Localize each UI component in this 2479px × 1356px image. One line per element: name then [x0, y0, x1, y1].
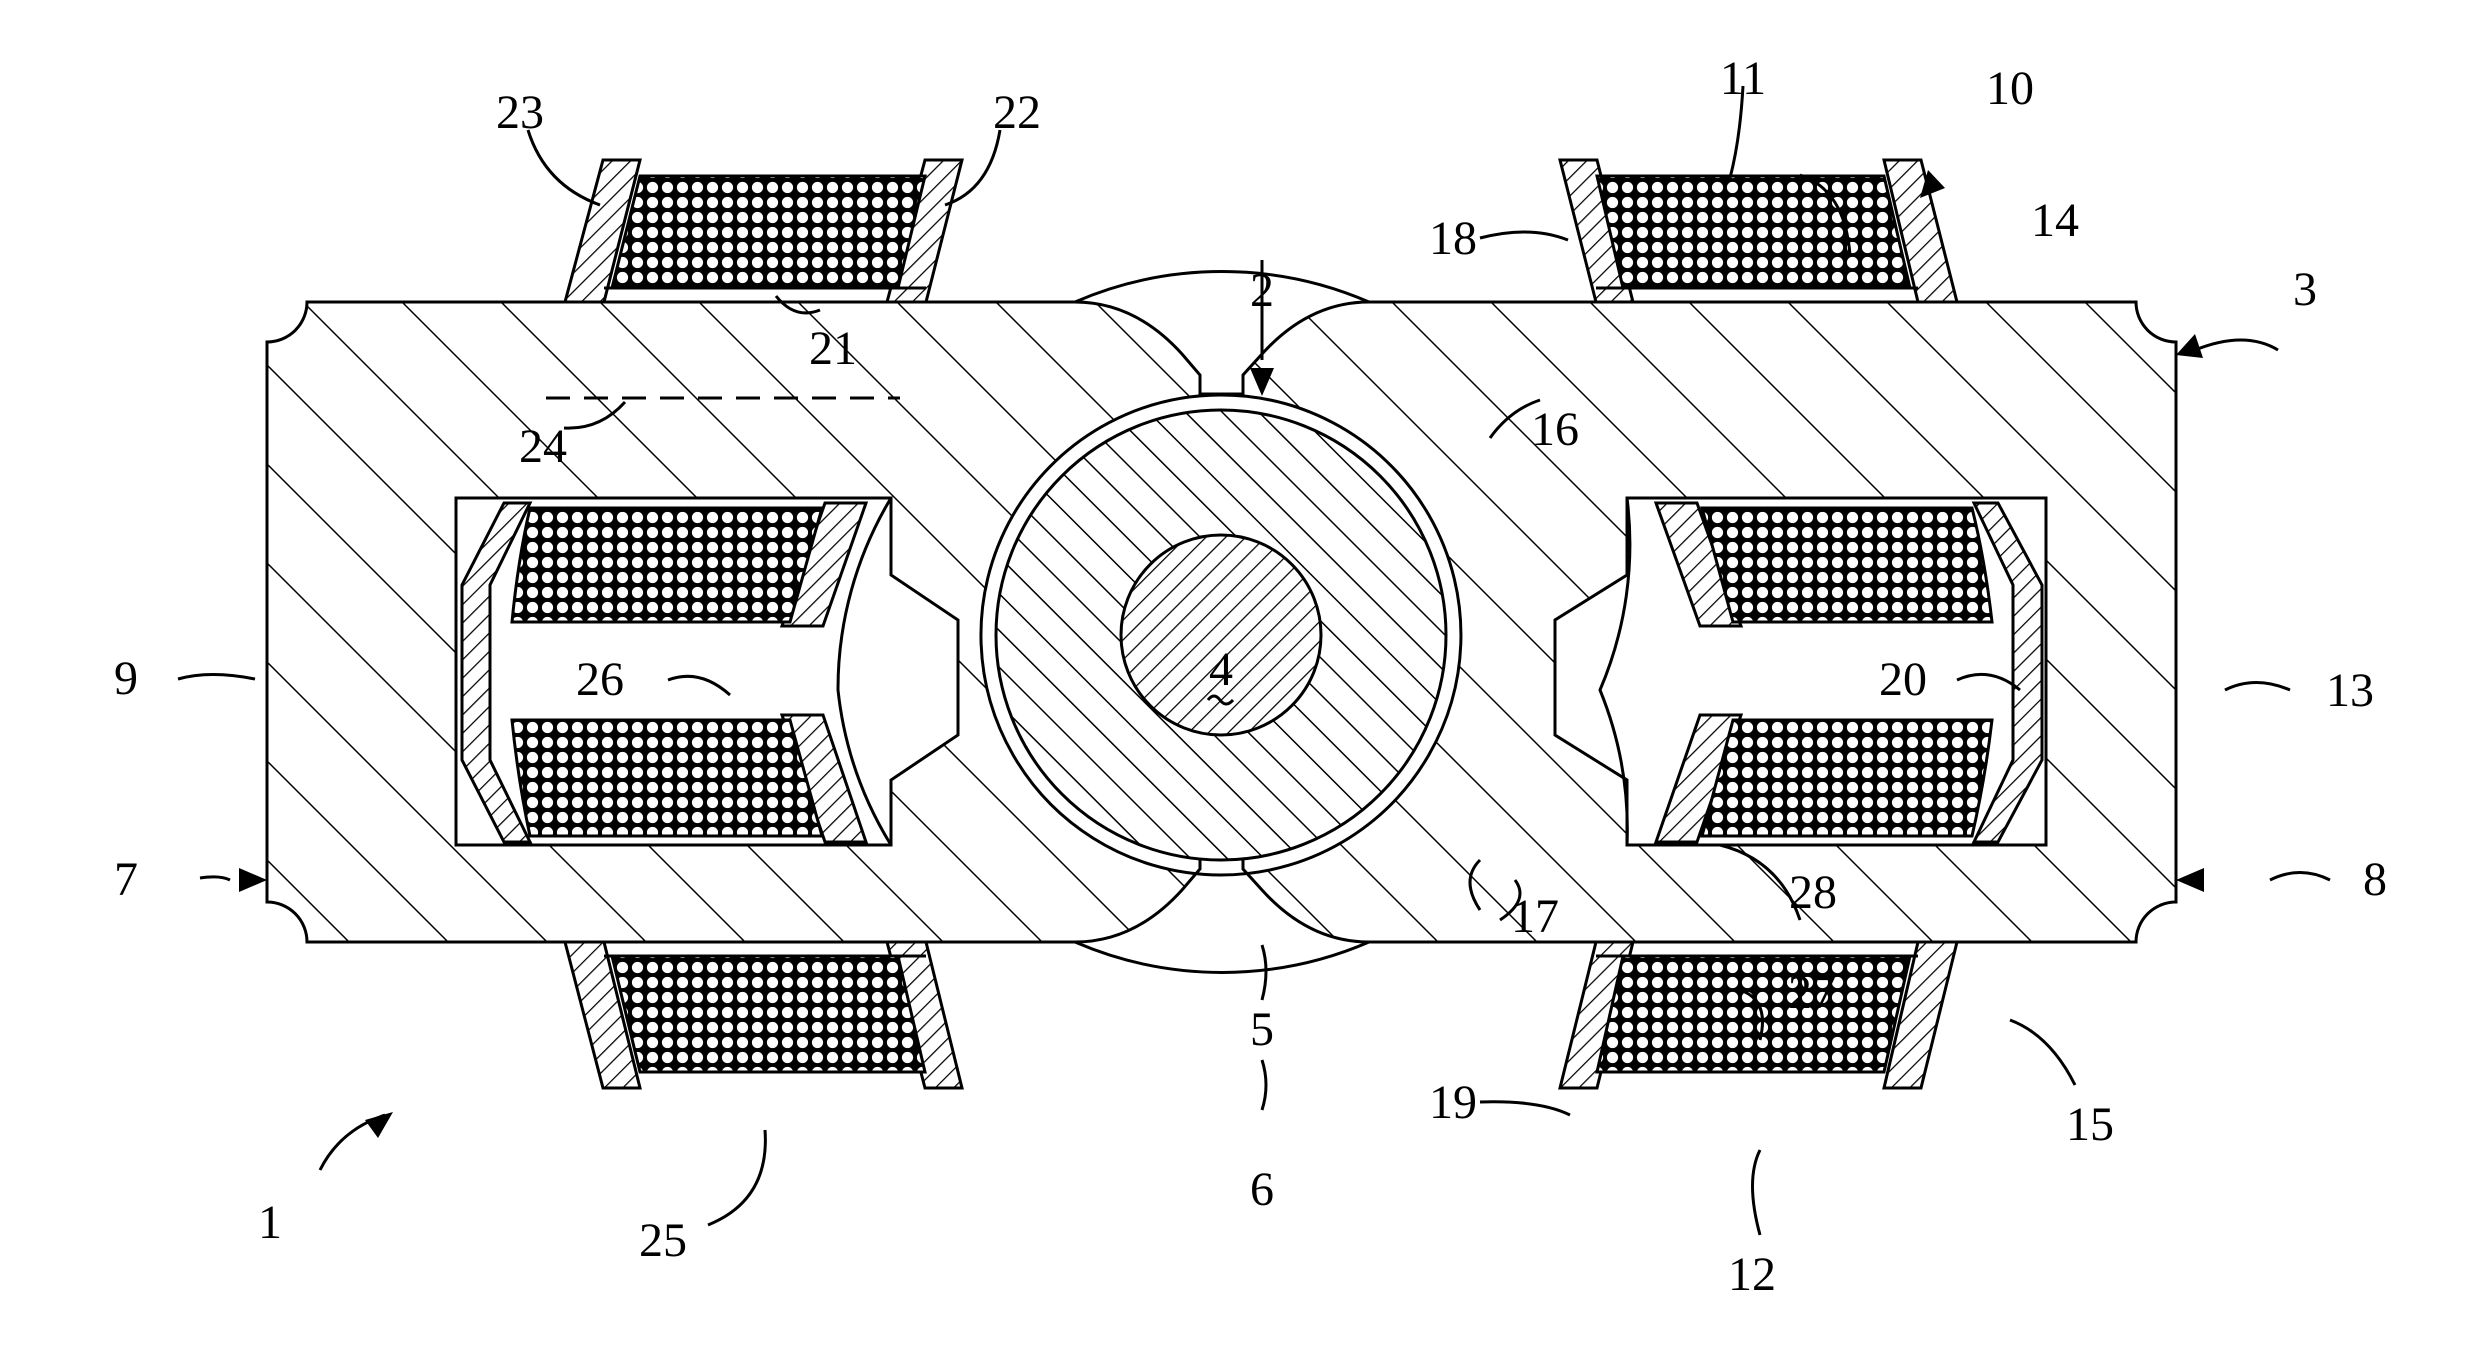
coil-top-right	[1560, 160, 1957, 302]
label-11: 11	[1720, 52, 1766, 105]
label-7: 7	[114, 853, 138, 906]
label-13: 13	[2326, 664, 2374, 717]
label-10: 10	[1986, 62, 2034, 115]
shaft	[1121, 535, 1321, 735]
label-4: 4	[1209, 643, 1233, 696]
label-17: 17	[1511, 890, 1559, 943]
label-18: 18	[1429, 212, 1477, 265]
label-26: 26	[576, 653, 624, 706]
label-25: 25	[639, 1214, 687, 1267]
label-15: 15	[2066, 1098, 2114, 1151]
label-28: 28	[1789, 866, 1837, 919]
label-12: 12	[1728, 1248, 1776, 1301]
label-14: 14	[2031, 194, 2079, 247]
label-6: 6	[1250, 1163, 1274, 1216]
coil-bottom-right	[1560, 942, 1957, 1088]
label-8: 8	[2363, 853, 2387, 906]
label-1: 1	[258, 1196, 282, 1249]
label-22: 22	[993, 86, 1041, 139]
label-23: 23	[496, 86, 544, 139]
coil-left-window	[462, 503, 866, 842]
coil-right-window	[1656, 503, 2042, 842]
label-9: 9	[114, 652, 138, 705]
label-27: 27	[1788, 966, 1836, 1019]
coil-top-left	[565, 160, 962, 302]
label-21: 21	[809, 322, 857, 375]
label-2: 2	[1250, 264, 1274, 317]
label-5: 5	[1250, 1003, 1274, 1056]
label-20: 20	[1879, 653, 1927, 706]
label-3: 3	[2293, 263, 2317, 316]
label-16: 16	[1531, 403, 1579, 456]
label-24: 24	[519, 420, 567, 473]
coil-bottom-left	[565, 942, 962, 1088]
label-19: 19	[1429, 1076, 1477, 1129]
